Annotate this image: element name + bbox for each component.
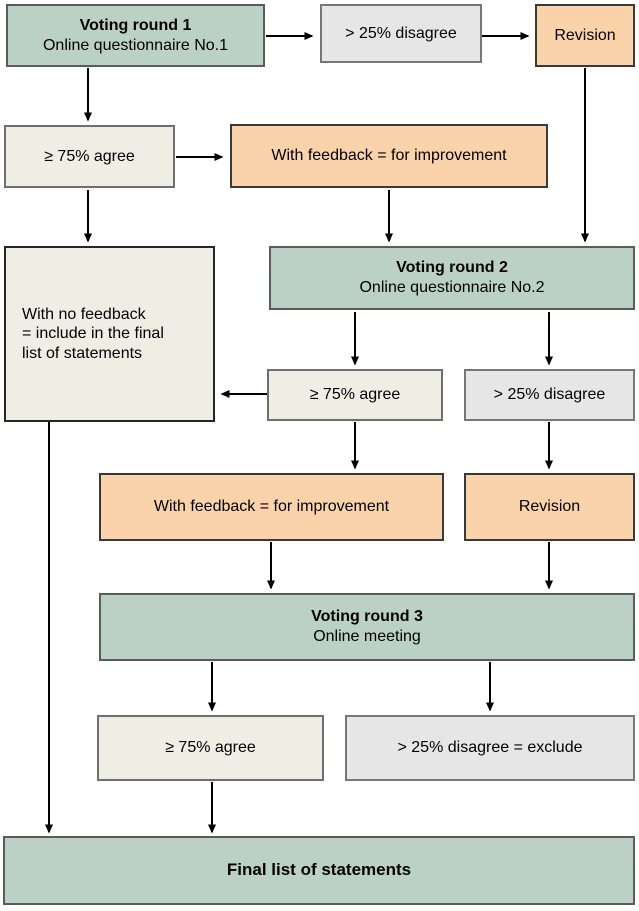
node-round1-feedback[interactable]: With feedback = for improvement <box>230 124 548 188</box>
node-round1-revision[interactable]: Revision <box>535 4 635 67</box>
node-no-feedback-line1: With no feedback <box>22 305 146 323</box>
node-round2-feedback-label: With feedback = for improvement <box>153 498 390 516</box>
node-voting-round-1-title: Voting round 1 <box>79 16 192 34</box>
node-round2-disagree-label: > 25% disagree <box>493 386 606 404</box>
node-round2-agree[interactable]: ≥ 75% agree <box>267 369 443 421</box>
node-round1-agree-label: ≥ 75% agree <box>44 147 135 165</box>
node-round1-agree[interactable]: ≥ 75% agree <box>4 125 175 188</box>
node-final-list-label: Final list of statements <box>226 860 412 880</box>
node-final-list[interactable]: Final list of statements <box>3 836 635 905</box>
node-voting-round-3-subtitle: Online meeting <box>313 628 421 645</box>
node-voting-round-1[interactable]: Voting round 1 Online questionnaire No.1 <box>6 4 265 67</box>
node-round2-feedback[interactable]: With feedback = for improvement <box>99 473 444 541</box>
node-round2-agree-label: ≥ 75% agree <box>309 386 401 404</box>
node-round1-revision-label: Revision <box>554 26 616 44</box>
node-round2-revision[interactable]: Revision <box>464 473 635 541</box>
node-round3-agree[interactable]: ≥ 75% agree <box>97 715 324 781</box>
node-voting-round-2-title: Voting round 2 <box>396 259 508 277</box>
node-voting-round-1-subtitle: Online questionnaire No.1 <box>42 36 228 54</box>
node-voting-round-3-title: Voting round 3 <box>311 608 423 626</box>
node-no-feedback-line3: list of statements <box>22 344 143 362</box>
node-round1-feedback-label: With feedback = for improvement <box>271 147 507 165</box>
node-voting-round-2[interactable]: Voting round 2 Online questionnaire No.2 <box>269 246 635 310</box>
node-round3-agree-label: ≥ 75% agree <box>165 739 256 757</box>
node-round1-disagree[interactable]: > 25% disagree <box>320 4 482 63</box>
node-voting-round-2-subtitle: Online questionnaire No.2 <box>359 279 545 296</box>
node-round2-disagree[interactable]: > 25% disagree <box>464 369 635 421</box>
node-voting-round-3[interactable]: Voting round 3 Online meeting <box>99 593 635 661</box>
node-no-feedback[interactable]: With no feedback = include in the final … <box>4 246 215 422</box>
node-round3-disagree-exclude[interactable]: > 25% disagree = exclude <box>345 715 635 781</box>
node-round2-revision-label: Revision <box>518 498 581 516</box>
node-round1-disagree-label: > 25% disagree <box>345 24 457 42</box>
node-no-feedback-line2: = include in the final <box>22 325 164 343</box>
node-round3-disagree-exclude-label: > 25% disagree = exclude <box>397 739 583 757</box>
